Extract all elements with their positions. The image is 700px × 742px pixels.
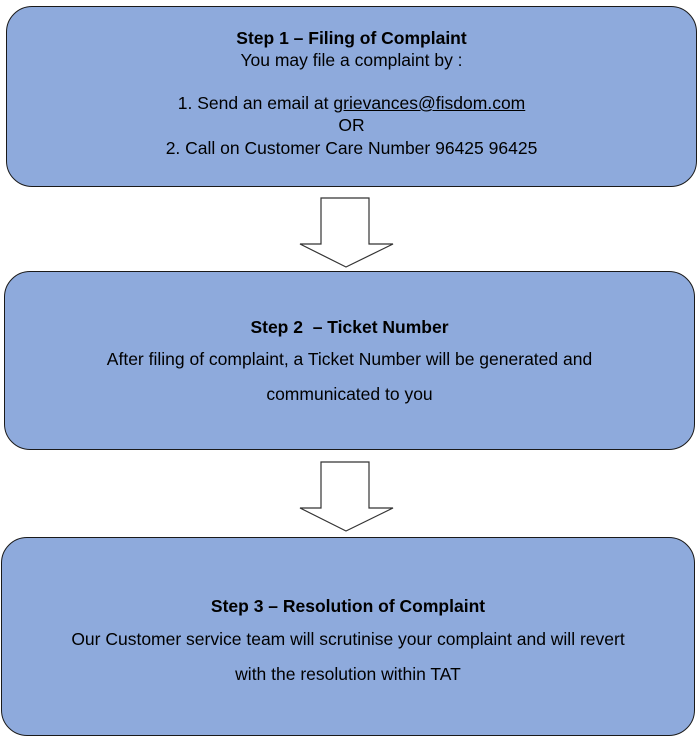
step-1-intro: You may file a complaint by :: [240, 50, 463, 70]
step-2-line-1: After filing of complaint, a Ticket Numb…: [106, 349, 593, 369]
down-arrow-icon: [299, 461, 394, 532]
step-1-title: Step 1 – Filing of Complaint: [236, 28, 467, 48]
step-2-title: Step 2 – Ticket Number: [250, 317, 449, 337]
email-link[interactable]: grievances@fisdom.com: [333, 93, 526, 113]
step-1-email-prefix: 1. Send an email at: [177, 93, 334, 113]
step-3-box: Step 3 – Resolution of Complaint Our Cus…: [1, 537, 695, 736]
step-1-box: Step 1 – Filing of Complaint You may fil…: [6, 6, 697, 187]
step-1-phone-line: 2. Call on Customer Care Number 96425 96…: [165, 138, 538, 158]
step-2-line-2: communicated to you: [266, 384, 433, 404]
step-1-email-line: 1. Send an email at grievances@fisdom.co…: [7, 92, 696, 114]
step-3-title: Step 3 – Resolution of Complaint: [210, 596, 486, 616]
step-3-line-1: Our Customer service team will scrutinis…: [71, 629, 625, 649]
step-3-line-2: with the resolution within TAT: [235, 664, 461, 684]
step-2-box: Step 2 – Ticket Number After filing of c…: [4, 271, 695, 450]
step-1-or: OR: [338, 115, 365, 135]
down-arrow-icon: [299, 197, 394, 268]
